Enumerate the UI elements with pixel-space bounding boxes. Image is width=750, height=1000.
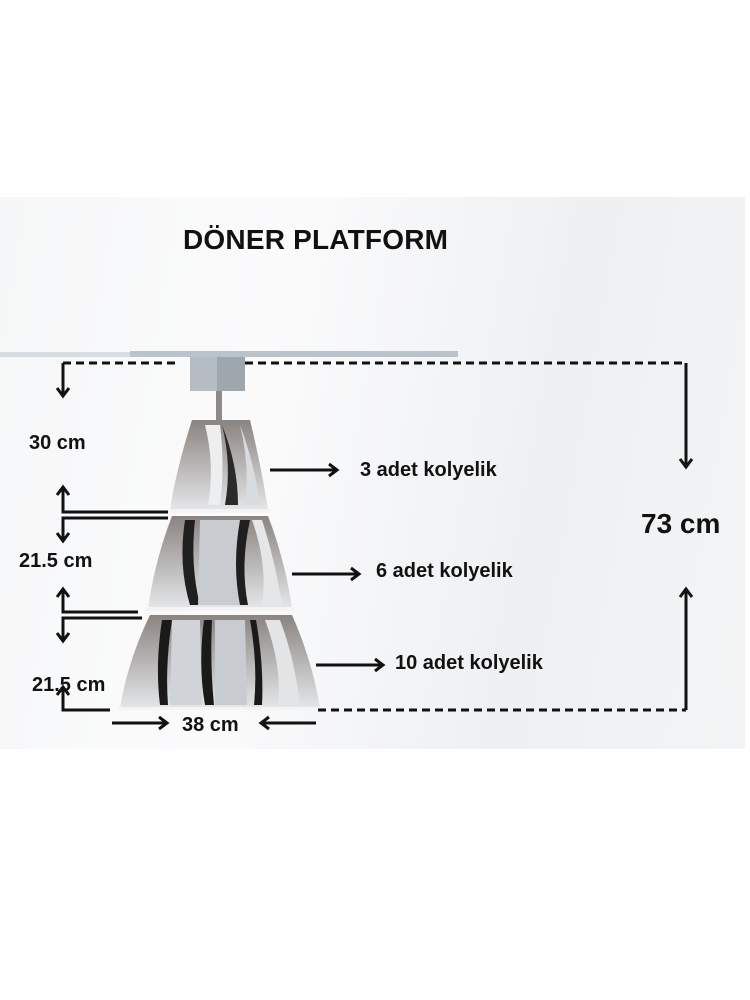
- pole: [216, 391, 222, 421]
- ceiling-plate: [130, 351, 458, 357]
- tier-2: [145, 516, 295, 611]
- total-height-label: 73 cm: [641, 508, 721, 539]
- tier-3: [118, 615, 322, 710]
- tier2-capacity-label: 6 adet kolyelik: [376, 560, 513, 582]
- tier1-height-label: 30 cm: [29, 432, 86, 454]
- base-width-label: 38 cm: [182, 714, 239, 736]
- tier-1: [168, 420, 270, 513]
- tier1-capacity-label: 3 adet kolyelik: [360, 459, 497, 481]
- tier3-height-label: 21.5 cm: [32, 674, 106, 696]
- tier2-height-label: 21.5 cm: [19, 550, 93, 572]
- page-title: DÖNER PLATFORM: [183, 224, 449, 255]
- tier3-capacity-label: 10 adet kolyelik: [395, 652, 543, 674]
- diagram-background: [0, 197, 745, 749]
- dimension-lines: [55, 361, 694, 731]
- ceiling-plate-left: [0, 352, 130, 357]
